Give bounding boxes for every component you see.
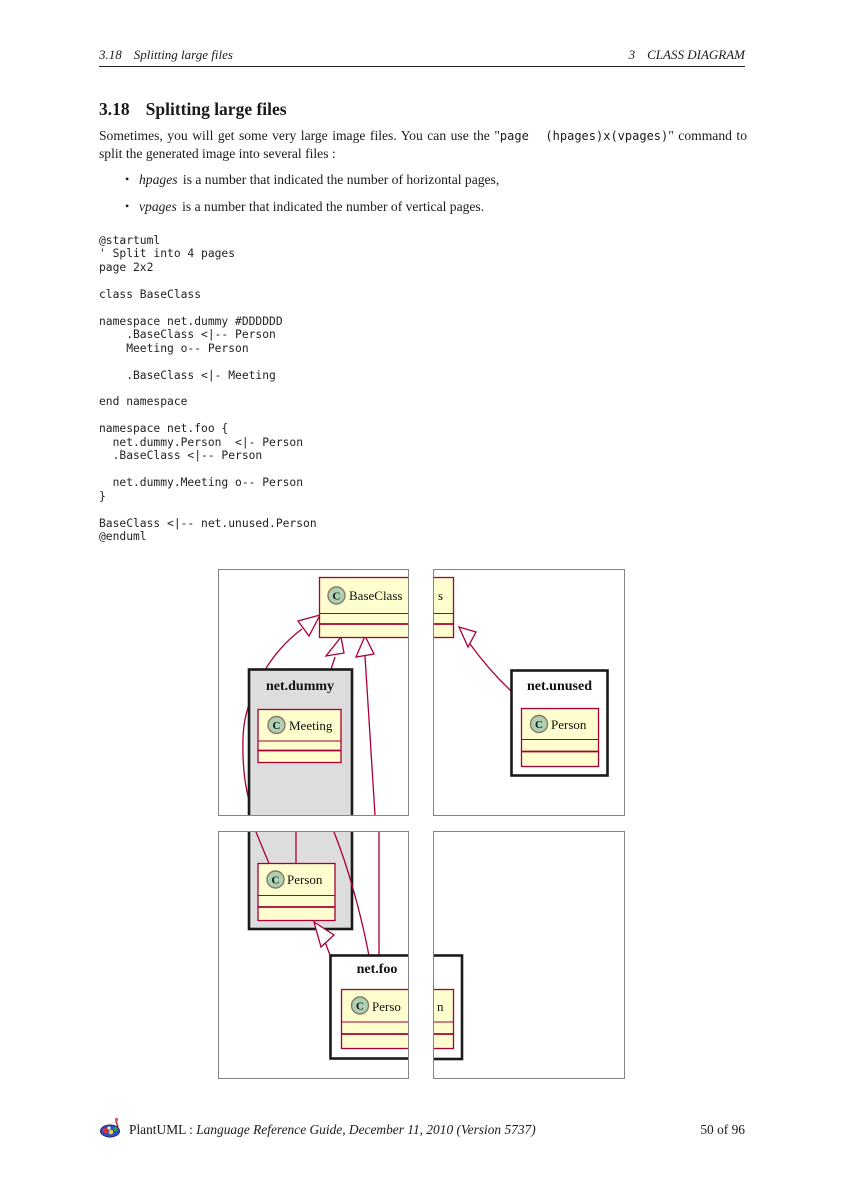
list-item: • hpages is a number that indicated the … (125, 172, 725, 188)
class-name-clipped: n (437, 999, 444, 1014)
class-name: Meeting (289, 718, 333, 733)
section-heading-title: Splitting large files (145, 99, 287, 119)
diagram-page-2: s net.unused C Person (433, 569, 625, 816)
plantuml-logo (99, 1117, 125, 1142)
running-header-right: 3 CLASS DIAGRAM (629, 47, 745, 63)
class-circle-icon (350, 996, 370, 1015)
class-letter: C (272, 875, 280, 887)
page-footer: PlantUML : Language Reference Guide, Dec… (99, 1116, 745, 1140)
diagram-page-4: n (433, 831, 625, 1079)
section-heading-number: 3.18 (99, 99, 130, 119)
class-name-clipped: s (438, 588, 443, 603)
class-box-person-foo-fragment: n (434, 988, 455, 1050)
generalization-edge (242, 628, 303, 815)
class-circle-icon (327, 586, 346, 605)
class-letter: C (333, 591, 341, 603)
bullet-icon: • (125, 199, 130, 213)
intro-text-before: Sometimes, you will get some very large … (99, 128, 500, 143)
running-section-number: 3.18 (99, 47, 122, 62)
class-name: BaseClass (349, 588, 402, 603)
class-box-baseclass-fragment: s (434, 576, 455, 639)
namespace-label: net.unused (527, 679, 592, 694)
bullet-rest: is a number that indicated the number of… (179, 172, 500, 187)
generalization-arrowhead (312, 920, 336, 949)
bullet-text: hpages is a number that indicated the nu… (139, 172, 499, 188)
intro-text-after: " command to split the generated image i… (99, 128, 747, 162)
generalization-edge (364, 655, 376, 815)
generalization-arrowhead (296, 613, 322, 638)
plantuml-source-code: @startuml ' Split into 4 pages page 2x2 … (99, 234, 317, 543)
running-header: 3.18 Splitting large files 3 CLASS DIAGRAM (99, 46, 745, 67)
footer-text: PlantUML : Language Reference Guide, Dec… (129, 1122, 536, 1138)
class-circle-icon (529, 714, 549, 734)
diagram-page-1: net.dummy C Meeting C BaseClass (218, 569, 409, 816)
footer-product: PlantUML : (129, 1122, 197, 1137)
generalization-arrowhead (324, 635, 345, 657)
intro-inline-code: page (hpages)x(vpages) (499, 129, 669, 143)
class-letter: C (535, 719, 543, 731)
diagram-page-2-svg: s net.unused C Person (434, 576, 609, 777)
class-box-person-dummy: C Person (257, 862, 336, 922)
bullet-term: hpages (139, 172, 178, 187)
bullet-icon: • (125, 172, 130, 186)
class-rect (318, 576, 408, 639)
class-rect (434, 576, 455, 639)
intro-paragraph: Sometimes, you will get some very large … (99, 127, 747, 162)
running-chapter-title: CLASS DIAGRAM (647, 47, 745, 62)
class-name-clipped: Perso (372, 999, 401, 1014)
bullet-term: vpages (139, 199, 177, 214)
diagram-page-3: C Person net.foo C Perso (218, 831, 409, 1079)
running-chapter-number: 3 (628, 47, 636, 62)
class-circle-icon (266, 870, 285, 889)
generalization-arrowhead (354, 634, 375, 658)
diagram-page-3-svg: C Person net.foo C Perso (247, 832, 408, 1060)
generalization-arrowhead (457, 625, 477, 649)
class-letter: C (356, 1001, 364, 1013)
namespace-label: net.foo (357, 962, 398, 977)
class-name: Person (287, 872, 323, 887)
bullet-text: vpages is a number that indicated the nu… (139, 199, 484, 215)
class-box-meeting: C Meeting (257, 708, 342, 764)
generalization-edge (255, 832, 270, 864)
footer-doc-title: Language Reference Guide, December 11, 2… (196, 1122, 536, 1137)
bullet-rest: is a number that indicated the number of… (178, 199, 485, 214)
namespace-label: net.dummy (266, 679, 334, 694)
class-box-person: C Person (520, 707, 600, 768)
class-circle-icon (267, 715, 286, 735)
class-letter: C (273, 720, 281, 732)
class-box-person-foo: C Perso (340, 988, 408, 1050)
section-heading: 3.18 Splitting large files (99, 99, 287, 120)
diagram-page-4-svg: n (434, 954, 464, 1061)
class-rect (340, 988, 408, 1050)
running-header-left: 3.18 Splitting large files (99, 47, 233, 63)
list-item: • vpages is a number that indicated the … (125, 199, 725, 215)
class-box-baseclass: C BaseClass (318, 576, 408, 639)
class-name: Person (551, 717, 587, 732)
page-number: 50 of 96 (700, 1122, 745, 1137)
running-section-title: Splitting large files (133, 47, 233, 62)
bullet-list: • hpages is a number that indicated the … (125, 172, 725, 226)
diagram-page-1-svg: net.dummy C Meeting C BaseClass (242, 576, 408, 815)
